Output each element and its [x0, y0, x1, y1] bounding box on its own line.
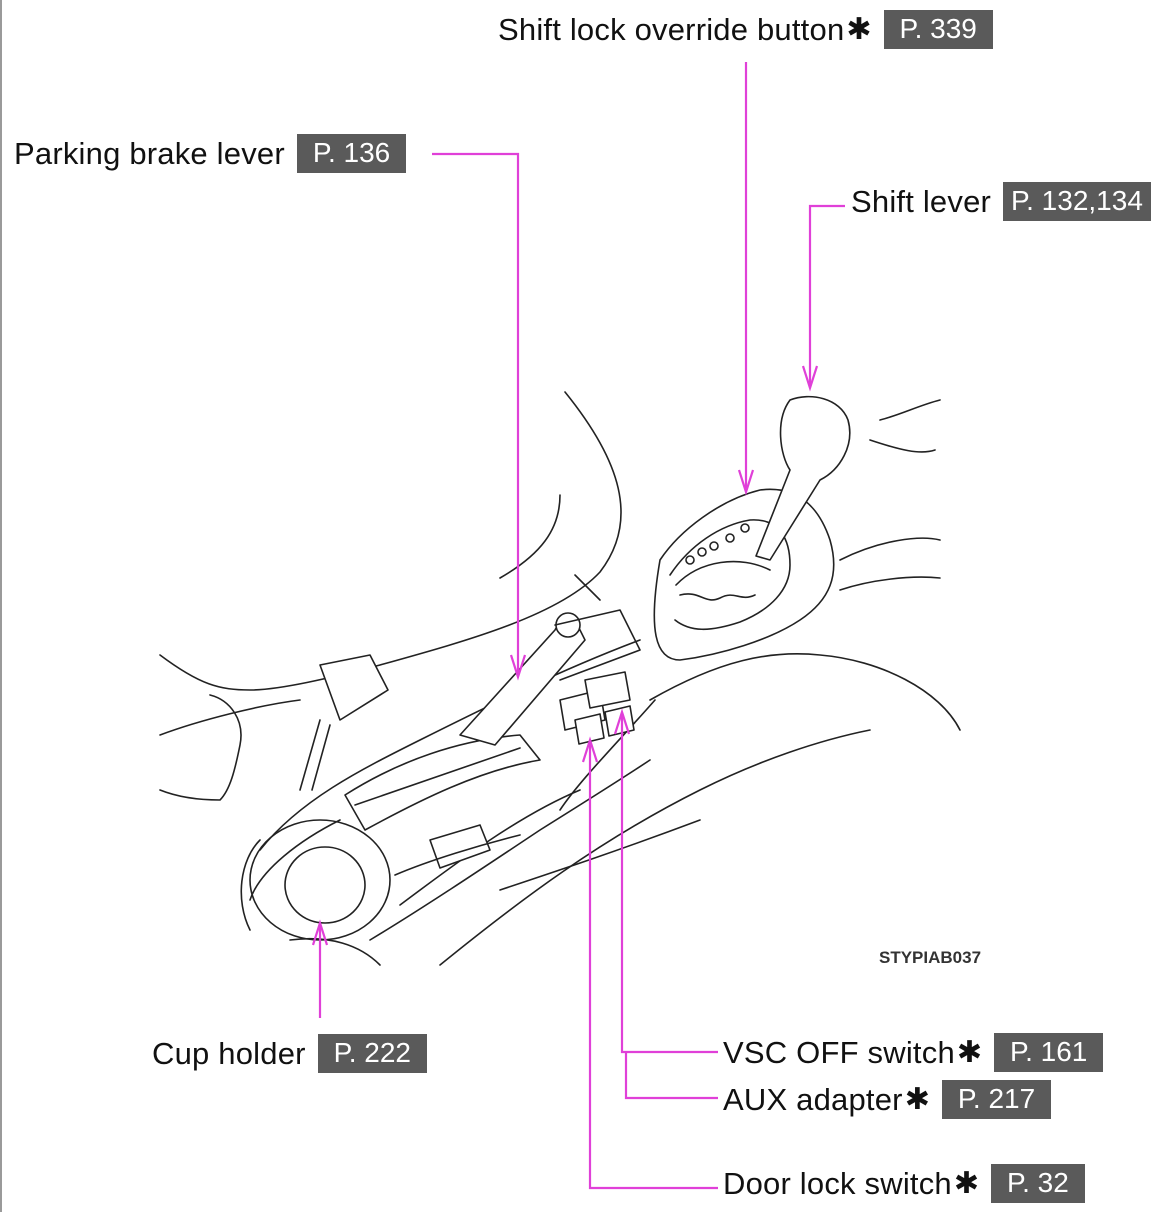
callout-label: Shift lock override button	[498, 12, 844, 48]
page-reference-badge[interactable]: P. 222	[318, 1034, 427, 1073]
page-reference-badge[interactable]: P. 161	[994, 1033, 1103, 1072]
leader-parking-brake	[432, 154, 525, 677]
leader-vsc-off	[615, 712, 718, 1052]
page-reference-badge[interactable]: P. 32	[991, 1164, 1085, 1203]
callout-vsc-off-switch: VSC OFF switch ✱ P. 161	[723, 1033, 1103, 1072]
leader-aux-adapter	[626, 1052, 718, 1098]
callout-label: VSC OFF switch	[723, 1035, 955, 1071]
figure-code: STYPIAB037	[879, 948, 981, 968]
leader-cup-holder	[313, 923, 327, 1018]
leader-shift-lock	[739, 62, 753, 492]
callout-shift-lever: Shift lever P. 132,134	[851, 182, 1151, 221]
page-reference-badge[interactable]: P. 339	[884, 10, 993, 49]
leader-shift-lever	[803, 206, 845, 388]
callout-parking-brake-lever: Parking brake lever P. 136	[14, 134, 406, 173]
asterisk-mark: ✱	[957, 1035, 982, 1070]
callout-door-lock-switch: Door lock switch ✱ P. 32	[723, 1164, 1085, 1203]
callout-shift-lock-override-button: Shift lock override button ✱ P. 339	[498, 10, 993, 49]
page-reference-badge[interactable]: P. 132,134	[1003, 182, 1151, 221]
callout-label: AUX adapter	[723, 1082, 903, 1118]
callout-cup-holder: Cup holder P. 222	[152, 1034, 427, 1073]
callout-label: Shift lever	[851, 184, 991, 220]
page-reference-badge[interactable]: P. 136	[297, 134, 406, 173]
callout-label: Parking brake lever	[14, 136, 285, 172]
leader-door-lock	[583, 740, 718, 1188]
callout-label: Door lock switch	[723, 1166, 952, 1202]
callout-label: Cup holder	[152, 1036, 306, 1072]
asterisk-mark: ✱	[905, 1082, 930, 1117]
page-reference-badge[interactable]: P. 217	[942, 1080, 1051, 1119]
asterisk-mark: ✱	[954, 1166, 979, 1201]
asterisk-mark: ✱	[846, 12, 871, 47]
callout-aux-adapter: AUX adapter ✱ P. 217	[723, 1080, 1051, 1119]
